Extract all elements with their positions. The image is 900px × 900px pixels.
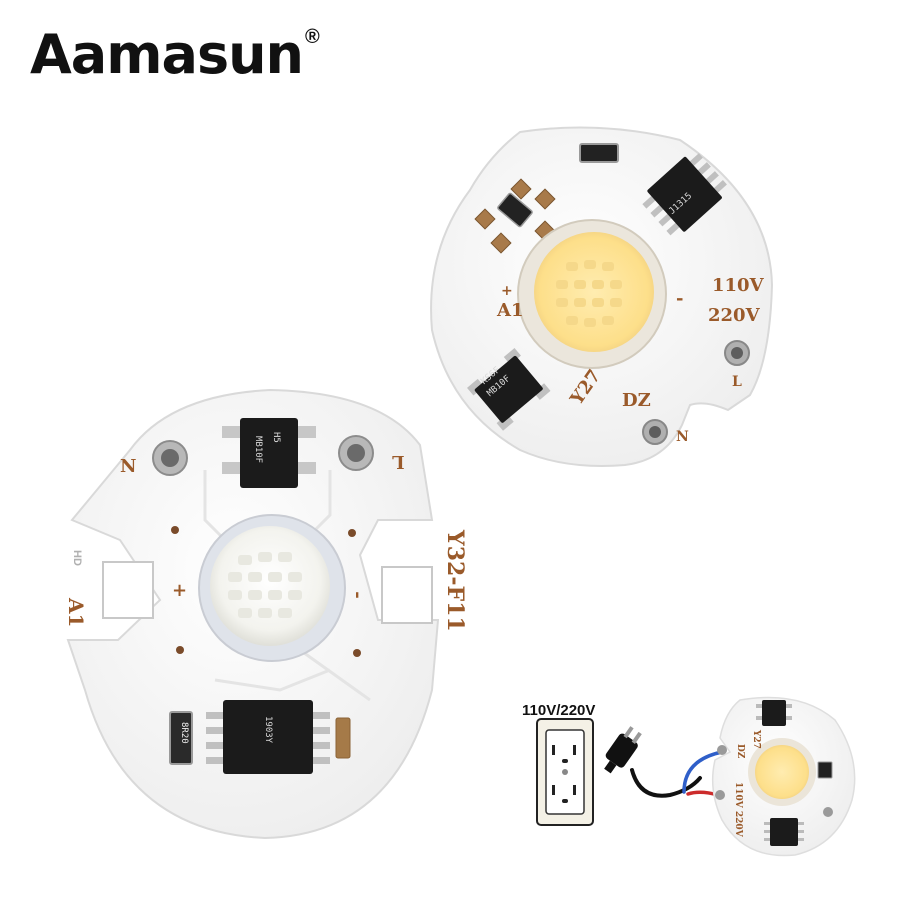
driver-chip-large — [206, 712, 330, 764]
label-neutral-small: N — [676, 429, 689, 445]
label-neutral-large: N — [120, 456, 137, 477]
brand-logo: Aamasun ® — [30, 23, 320, 86]
label-voltage-1: 110V — [712, 275, 764, 296]
driver-chip-small — [642, 153, 727, 236]
wall-outlet — [536, 718, 594, 826]
wire-blue — [682, 750, 724, 794]
model-large: Y32-F11 — [442, 530, 468, 632]
wiring-voltage-label: 110V/220V — [522, 702, 596, 719]
label-hd: HD — [71, 550, 83, 566]
registered-mark: ® — [304, 26, 320, 48]
label-plus-small: + — [501, 283, 513, 299]
power-plug — [604, 726, 642, 774]
bridge-chip-large — [222, 418, 316, 488]
label-minus-small: - — [676, 288, 684, 309]
label-pad-large: A1 — [64, 598, 88, 628]
mini-voltage: 110V 220V — [733, 782, 743, 837]
brand-name: Aamasun — [30, 23, 304, 86]
capacitor-large — [335, 717, 351, 759]
label-plus-large: + — [172, 580, 188, 601]
mini-model: Y27 — [751, 730, 761, 749]
label-suffix-small: DZ — [622, 390, 651, 411]
mini-suffix: DZ — [735, 744, 745, 759]
mount-hole-left — [102, 561, 154, 619]
label-live-large: L — [392, 451, 405, 472]
bridge-chip-small — [467, 347, 551, 431]
resistor-large — [169, 711, 193, 765]
chip-text-top-2: H5 — [271, 432, 281, 443]
resistor-text: 8R20 — [179, 722, 189, 744]
label-voltage-2: 220V — [708, 305, 760, 326]
label-minus-large: - — [347, 591, 369, 599]
chip-text-bottom: 1903Y — [263, 716, 273, 744]
mount-hole-right — [381, 566, 433, 624]
chip-text-top: MB10F — [253, 436, 263, 464]
label-live-small: L — [732, 374, 742, 390]
power-cable — [630, 768, 702, 798]
label-pad-small: A1 — [497, 300, 524, 321]
